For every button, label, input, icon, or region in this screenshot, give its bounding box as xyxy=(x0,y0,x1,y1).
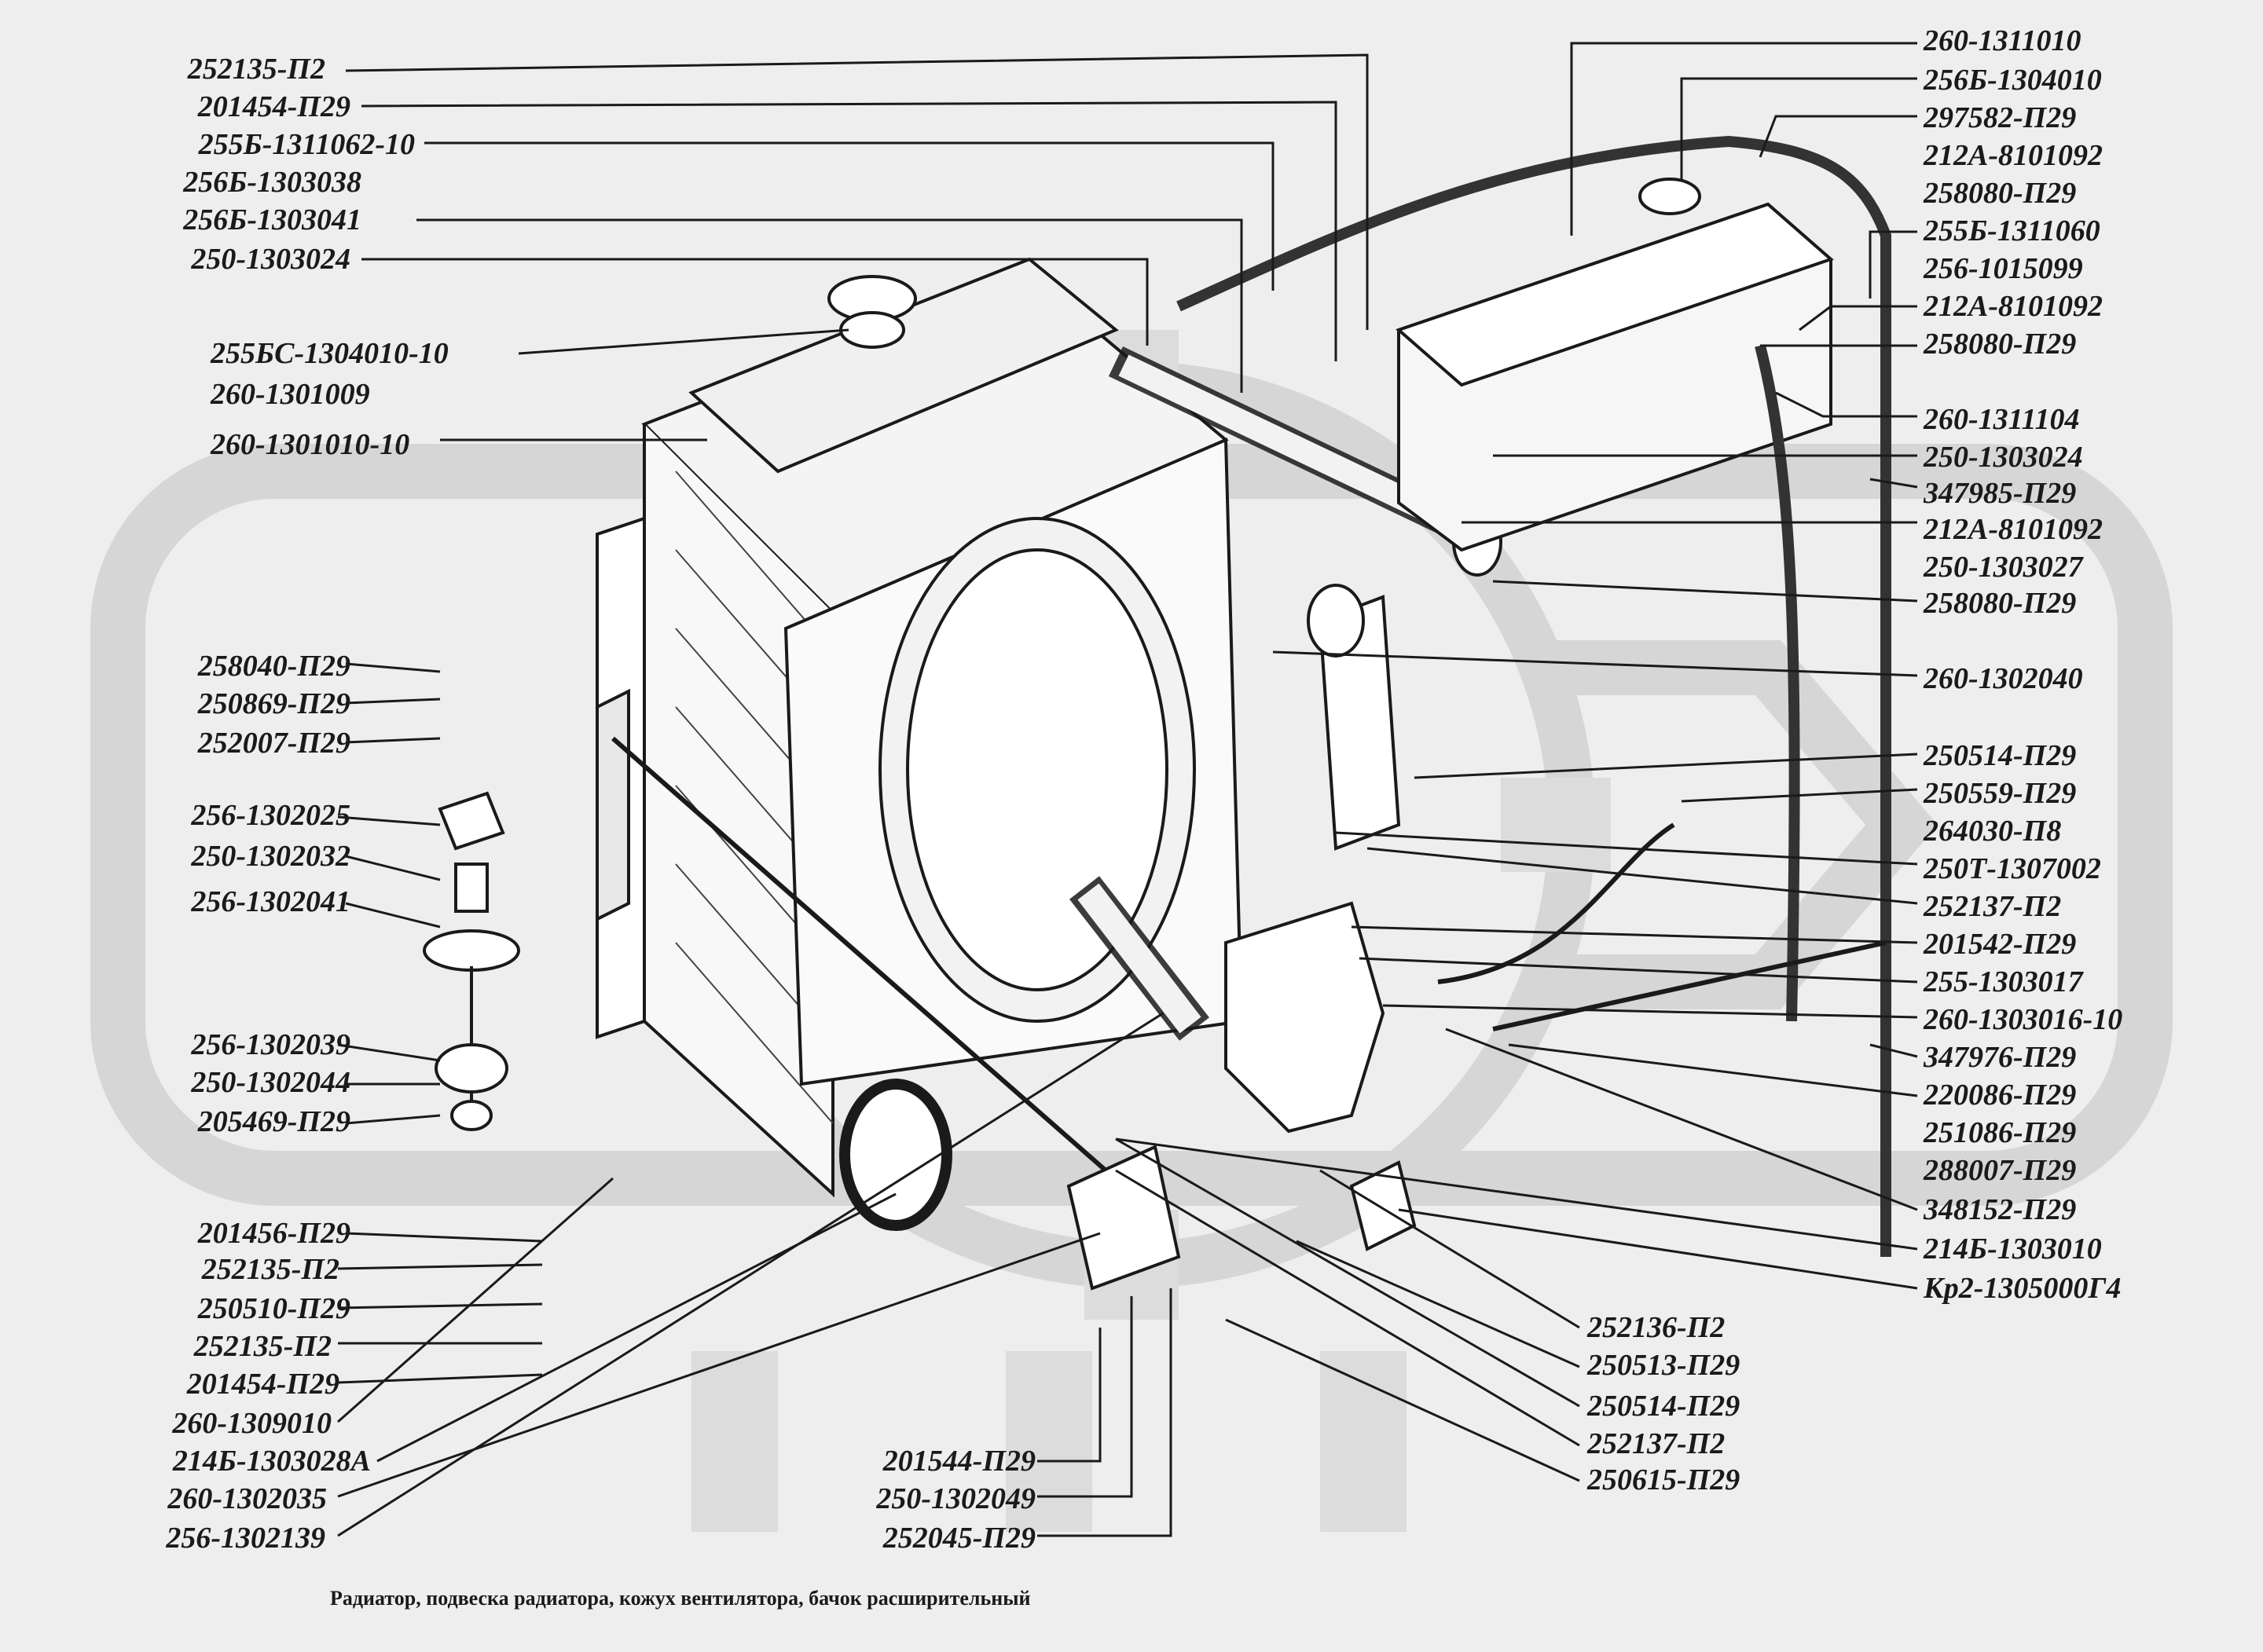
part-label: 255БС-1304010-10 xyxy=(211,337,449,370)
part-label: 212А-8101092 xyxy=(1924,513,2103,546)
part-label: 201544-П29 xyxy=(882,1445,1036,1478)
part-label: 251086-П29 xyxy=(1924,1116,2077,1149)
part-label: 250-1303024 xyxy=(191,243,350,276)
part-label: 258080-П29 xyxy=(1924,328,2077,361)
part-label: 250510-П29 xyxy=(197,1292,350,1325)
part-label: 260-1309010 xyxy=(172,1407,332,1440)
part-label: 258080-П29 xyxy=(1924,587,2077,620)
part-label: 256-1302139 xyxy=(166,1522,325,1555)
part-label: 256-1302041 xyxy=(191,885,350,918)
part-label: 260-1302035 xyxy=(167,1482,327,1515)
part-label: 201454-П29 xyxy=(197,90,350,123)
part-label: 252135-П2 xyxy=(193,1330,332,1363)
part-label: 250-1303024 xyxy=(1924,441,2083,474)
part-label: 255Б-1311062-10 xyxy=(198,128,415,161)
part-label: 256Б-1303041 xyxy=(183,203,361,236)
part-label: 201454-П29 xyxy=(186,1368,339,1401)
part-label: 220086-П29 xyxy=(1924,1079,2077,1112)
part-label: 250Т-1307002 xyxy=(1924,852,2101,885)
part-label: Кр2-1305000Г4 xyxy=(1924,1272,2122,1305)
figure-caption: Радиатор, подвеска радиатора, кожух вент… xyxy=(330,1587,1031,1610)
part-label: 297582-П29 xyxy=(1924,101,2077,134)
part-label: 252135-П2 xyxy=(201,1253,339,1286)
part-label: 250514-П29 xyxy=(1587,1390,1740,1423)
part-label: 348152-П29 xyxy=(1924,1193,2077,1226)
part-label: 250559-П29 xyxy=(1924,777,2077,810)
part-label: 260-1301009 xyxy=(211,378,370,411)
part-label: 256-1302025 xyxy=(191,799,350,832)
part-label: 260-1311010 xyxy=(1924,24,2081,57)
part-label: 258040-П29 xyxy=(197,650,350,683)
part-label: 252007-П29 xyxy=(197,727,350,760)
part-label: 214Б-1303010 xyxy=(1924,1233,2102,1266)
part-label: 250514-П29 xyxy=(1924,739,2077,772)
part-label: 252137-П2 xyxy=(1587,1427,1726,1460)
part-label: 256-1302039 xyxy=(191,1028,350,1061)
part-label: 252136-П2 xyxy=(1587,1311,1726,1344)
part-label: 258080-П29 xyxy=(1924,177,2077,210)
part-label: 264030-П8 xyxy=(1924,815,2062,848)
part-label: 260-1302040 xyxy=(1924,662,2083,695)
part-label: 252137-П2 xyxy=(1924,890,2062,923)
part-label: 250513-П29 xyxy=(1587,1349,1740,1382)
part-label: 212А-8101092 xyxy=(1924,139,2103,172)
part-label: 260-1301010-10 xyxy=(211,428,410,461)
part-label: 347976-П29 xyxy=(1924,1041,2077,1074)
part-label: 250615-П29 xyxy=(1587,1463,1740,1496)
part-label: 255-1303017 xyxy=(1924,965,2083,998)
part-label: 260-1303016-10 xyxy=(1924,1003,2123,1036)
part-label: 201542-П29 xyxy=(1924,928,2077,961)
part-label: 260-1311104 xyxy=(1924,403,2080,436)
part-label: 250869-П29 xyxy=(197,687,350,720)
part-label: 250-1302044 xyxy=(191,1066,350,1099)
part-label: 252135-П2 xyxy=(187,53,325,86)
part-label: 205469-П29 xyxy=(197,1105,350,1138)
part-label: 256Б-1303038 xyxy=(183,166,361,199)
part-label: 250-1303027 xyxy=(1924,551,2083,584)
part-label: 250-1302032 xyxy=(191,840,350,873)
radiator-drawing xyxy=(423,135,1891,1291)
part-label: 214Б-1303028А xyxy=(172,1445,371,1478)
part-label: 212А-8101092 xyxy=(1924,290,2103,323)
part-label: 252045-П29 xyxy=(882,1522,1036,1555)
part-label: 250-1302049 xyxy=(876,1482,1036,1515)
part-label: 256Б-1304010 xyxy=(1924,64,2102,97)
leader-lines xyxy=(337,42,1918,1537)
part-label: 201456-П29 xyxy=(197,1217,350,1250)
part-label: 255Б-1311060 xyxy=(1924,214,2100,247)
part-label: 256-1015099 xyxy=(1924,252,2083,285)
part-label: 347985-П29 xyxy=(1924,477,2077,510)
part-label: 288007-П29 xyxy=(1924,1154,2077,1187)
